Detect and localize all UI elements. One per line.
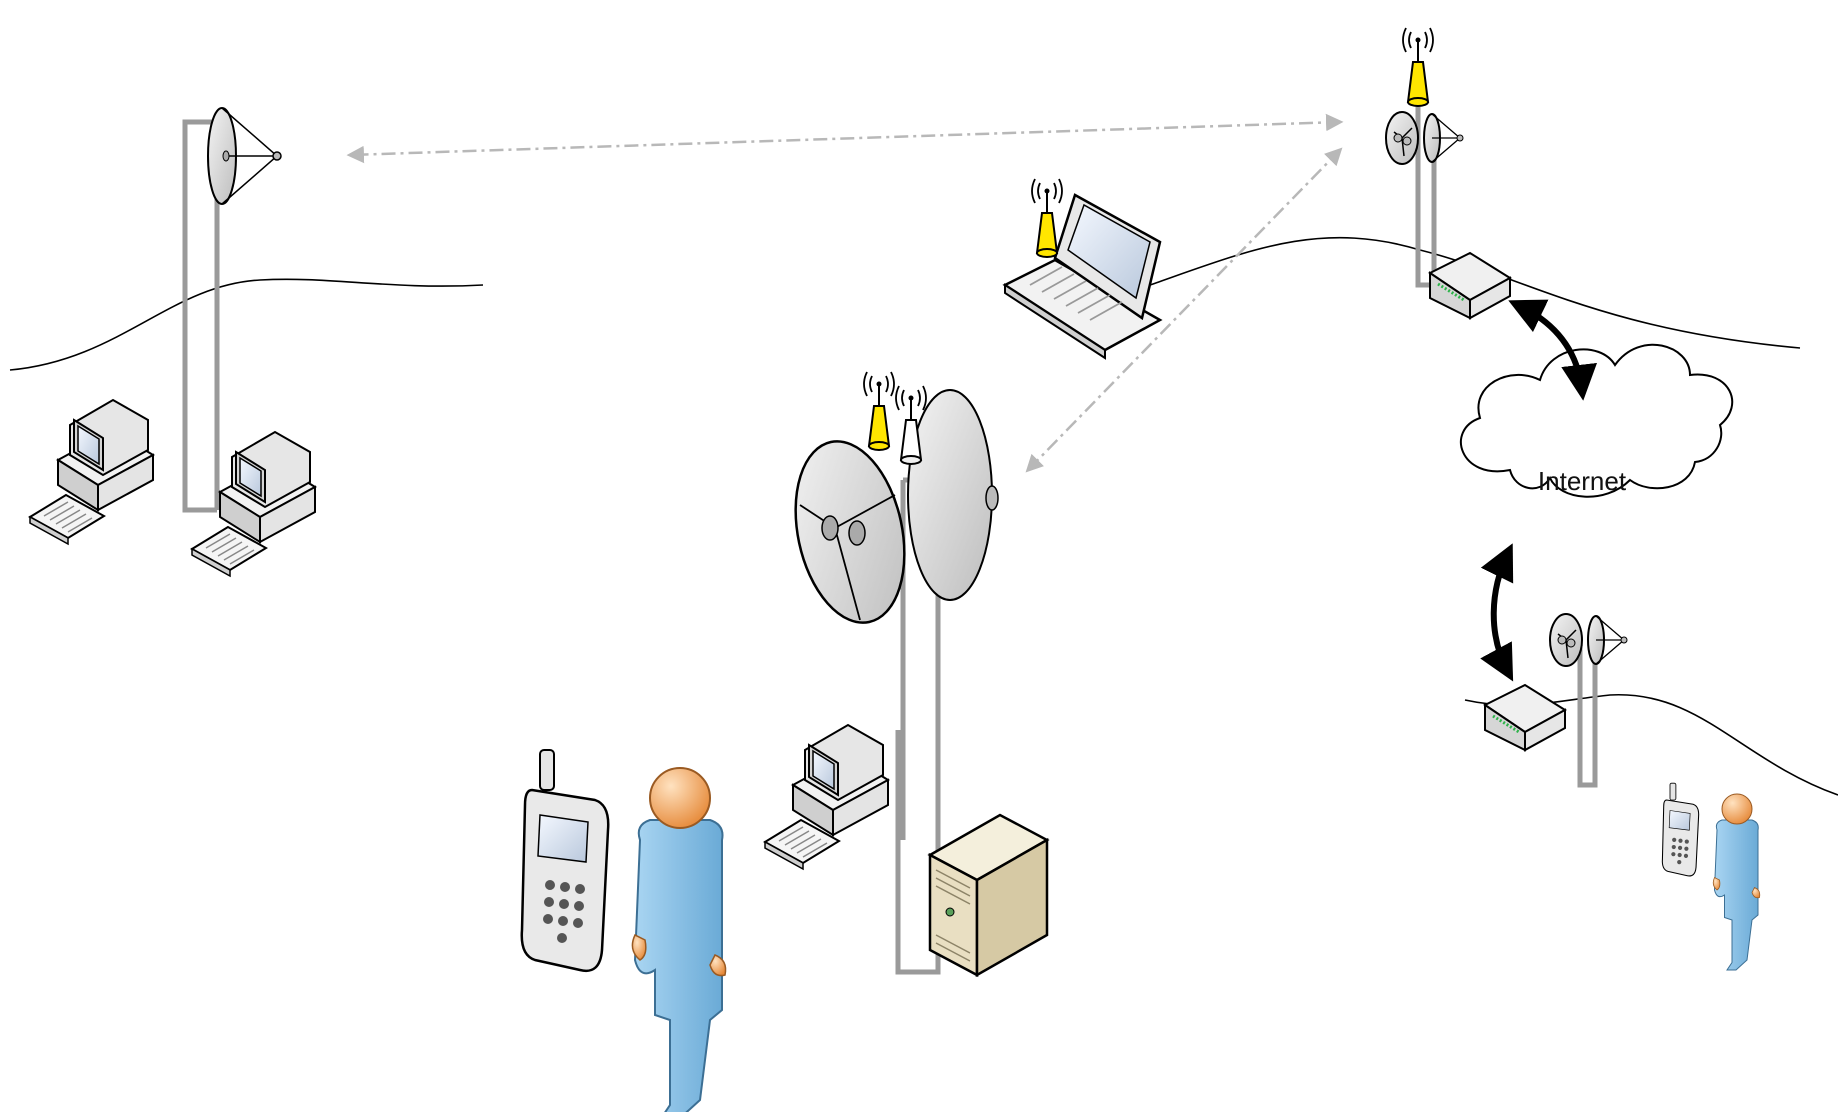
desktop-computer-icon [764, 724, 889, 870]
wireless-link-top [346, 113, 1344, 164]
cloud-label: Internet [1538, 466, 1627, 496]
person-icon [1712, 793, 1761, 971]
router-icon [1428, 251, 1512, 320]
right-top-site [1385, 27, 1512, 320]
desktop-computer-icon [191, 431, 316, 577]
central-site [520, 371, 1050, 1112]
cloud-icon: Internet [1460, 343, 1734, 498]
dish-antenna-icon [907, 389, 993, 601]
internet-links [1480, 299, 1598, 682]
wireless-links [346, 113, 1344, 473]
omni-antenna-icon [1402, 27, 1434, 107]
left-pole [182, 119, 217, 513]
right-bottom-pole [1577, 640, 1598, 788]
laptop-icon [1002, 178, 1163, 360]
right-bottom-site [1483, 613, 1761, 971]
internet-link-top [1508, 299, 1598, 401]
router-icon [1483, 683, 1567, 752]
person-icon [631, 767, 727, 1112]
mobile-phone-icon [520, 748, 610, 973]
dish-pair-icon [1549, 613, 1628, 667]
dish-pair-icon [1385, 111, 1464, 165]
omni-antenna-icon [1031, 178, 1063, 258]
internet-link-bottom [1480, 543, 1514, 682]
server-icon [927, 813, 1050, 978]
dish-antenna-icon [794, 440, 906, 624]
left-site [29, 107, 316, 577]
desktop-computer-icon [29, 399, 154, 545]
omni-antenna-icon [863, 371, 895, 451]
terrain-left [9, 278, 484, 371]
wireless-link-diagonal [1025, 147, 1343, 473]
dish-antenna-icon [207, 107, 282, 205]
right-top-pole [1415, 100, 1437, 288]
mobile-phone-icon [1661, 782, 1700, 877]
